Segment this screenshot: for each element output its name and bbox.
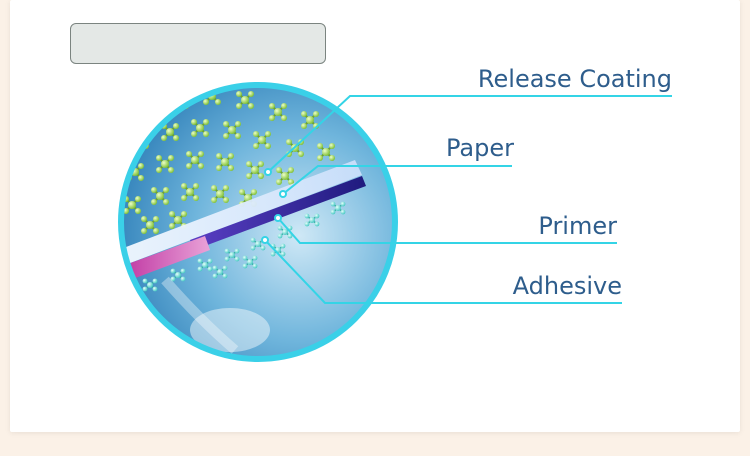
leader-paper	[282, 165, 512, 195]
leader-release-coating	[267, 95, 672, 173]
adhesive-layer	[125, 236, 210, 280]
label-release-coating: Release Coating	[478, 65, 672, 93]
title-box	[70, 23, 326, 64]
anchor-adhesive	[261, 236, 269, 244]
anchor-paper	[279, 190, 287, 198]
paper-layer	[121, 160, 362, 265]
label-paper: Paper	[446, 134, 514, 162]
label-adhesive: Adhesive	[513, 272, 622, 300]
label-primer: Primer	[538, 212, 617, 240]
anchor-release-coating	[264, 168, 272, 176]
leader-adhesive	[264, 239, 622, 304]
leader-lines	[264, 95, 672, 304]
magnifier-circle	[118, 82, 398, 362]
anchor-primer	[274, 214, 282, 222]
leader-primer	[277, 217, 617, 244]
primer-layer	[190, 176, 366, 250]
